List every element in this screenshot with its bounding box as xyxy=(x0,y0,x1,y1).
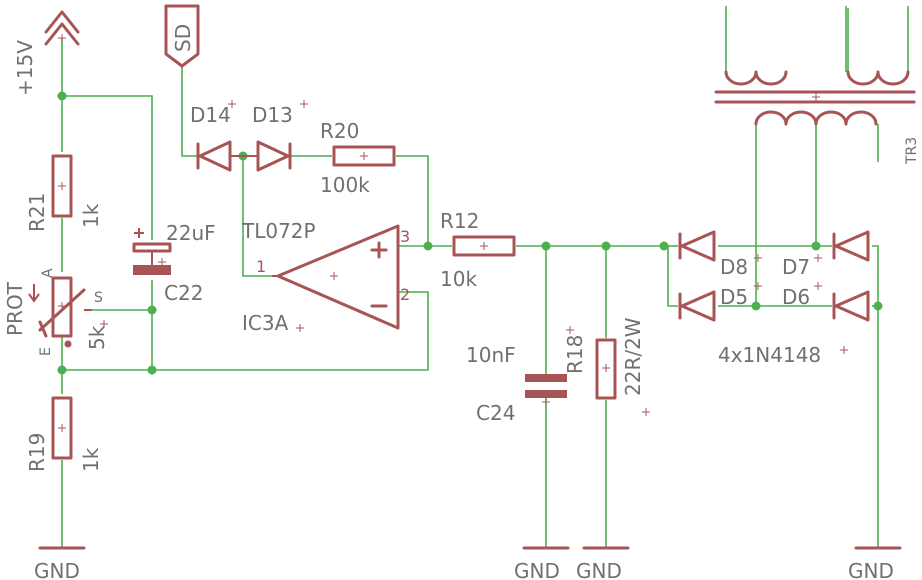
trimmer-value: 5k xyxy=(85,325,109,350)
gnd-label-left: GND xyxy=(34,559,80,580)
resistor-r12 xyxy=(452,235,516,257)
d13-name: D13 xyxy=(252,103,293,127)
r21-value: 1k xyxy=(79,203,103,228)
c22-name: C22 xyxy=(164,281,203,305)
gnd-label-bridge: GND xyxy=(848,559,894,580)
resistor-r21 xyxy=(51,154,73,218)
resistor-r18 xyxy=(566,326,650,416)
supply-arrow-icon xyxy=(44,10,80,46)
shutdown-label: SD xyxy=(171,24,195,52)
d5-name: D5 xyxy=(720,285,748,309)
diode-d8 xyxy=(678,230,762,262)
gnd-label-r18: GND xyxy=(576,559,622,580)
diode-d13 xyxy=(243,100,308,172)
opamp-pin1: 1 xyxy=(256,257,266,276)
shutdown-port-icon xyxy=(164,4,200,68)
d6-name: D6 xyxy=(782,285,810,309)
opamp-value: TL072P xyxy=(241,219,316,243)
diode-d14 xyxy=(196,100,243,172)
r20-value: 100k xyxy=(320,173,370,197)
bridge-origin-mark xyxy=(840,346,848,354)
capacitor-c24 xyxy=(525,374,567,406)
opamp-pin3: 3 xyxy=(400,227,410,246)
transformer-tr3 xyxy=(714,70,916,126)
r20-name: R20 xyxy=(320,119,359,143)
supply-label: +15V xyxy=(13,40,37,96)
trimmer-prot xyxy=(38,276,108,348)
resistor-r19 xyxy=(51,396,73,460)
resistor-r20 xyxy=(332,145,396,167)
r21-name: R21 xyxy=(25,193,49,232)
d7-name: D7 xyxy=(782,255,810,279)
diode-d5 xyxy=(678,282,762,322)
tr3-name: TR3 xyxy=(904,137,920,165)
r19-value: 1k xyxy=(79,447,103,472)
d8-name: D8 xyxy=(720,255,748,279)
c24-value: 10nF xyxy=(466,343,516,367)
gnd-label-c24: GND xyxy=(514,559,560,580)
trimmer-arrow-icon xyxy=(28,284,40,303)
c22-value: 22uF xyxy=(166,221,216,245)
c24-name: C24 xyxy=(476,401,515,425)
bridge-value: 4x1N4148 xyxy=(718,343,821,367)
d14-name: D14 xyxy=(190,103,231,127)
opamp-ic3a xyxy=(272,224,400,332)
trimmer-pin-a: A xyxy=(40,268,56,278)
r12-value: 10k xyxy=(440,267,477,291)
r12-name: R12 xyxy=(440,209,479,233)
capacitor-c22 xyxy=(132,228,172,275)
trimmer-pin-e: E xyxy=(38,347,54,356)
trimmer-name: PROT xyxy=(3,281,27,336)
r19-name: R19 xyxy=(25,433,49,472)
r18-name: R18 xyxy=(563,335,587,374)
opamp-name: IC3A xyxy=(242,311,289,335)
trimmer-pin-s: S xyxy=(94,290,103,306)
r18-value: 22R/2W xyxy=(621,317,645,396)
diode-d6 xyxy=(814,282,870,322)
opamp-pin2: 2 xyxy=(400,285,410,304)
diode-d7 xyxy=(814,230,870,262)
